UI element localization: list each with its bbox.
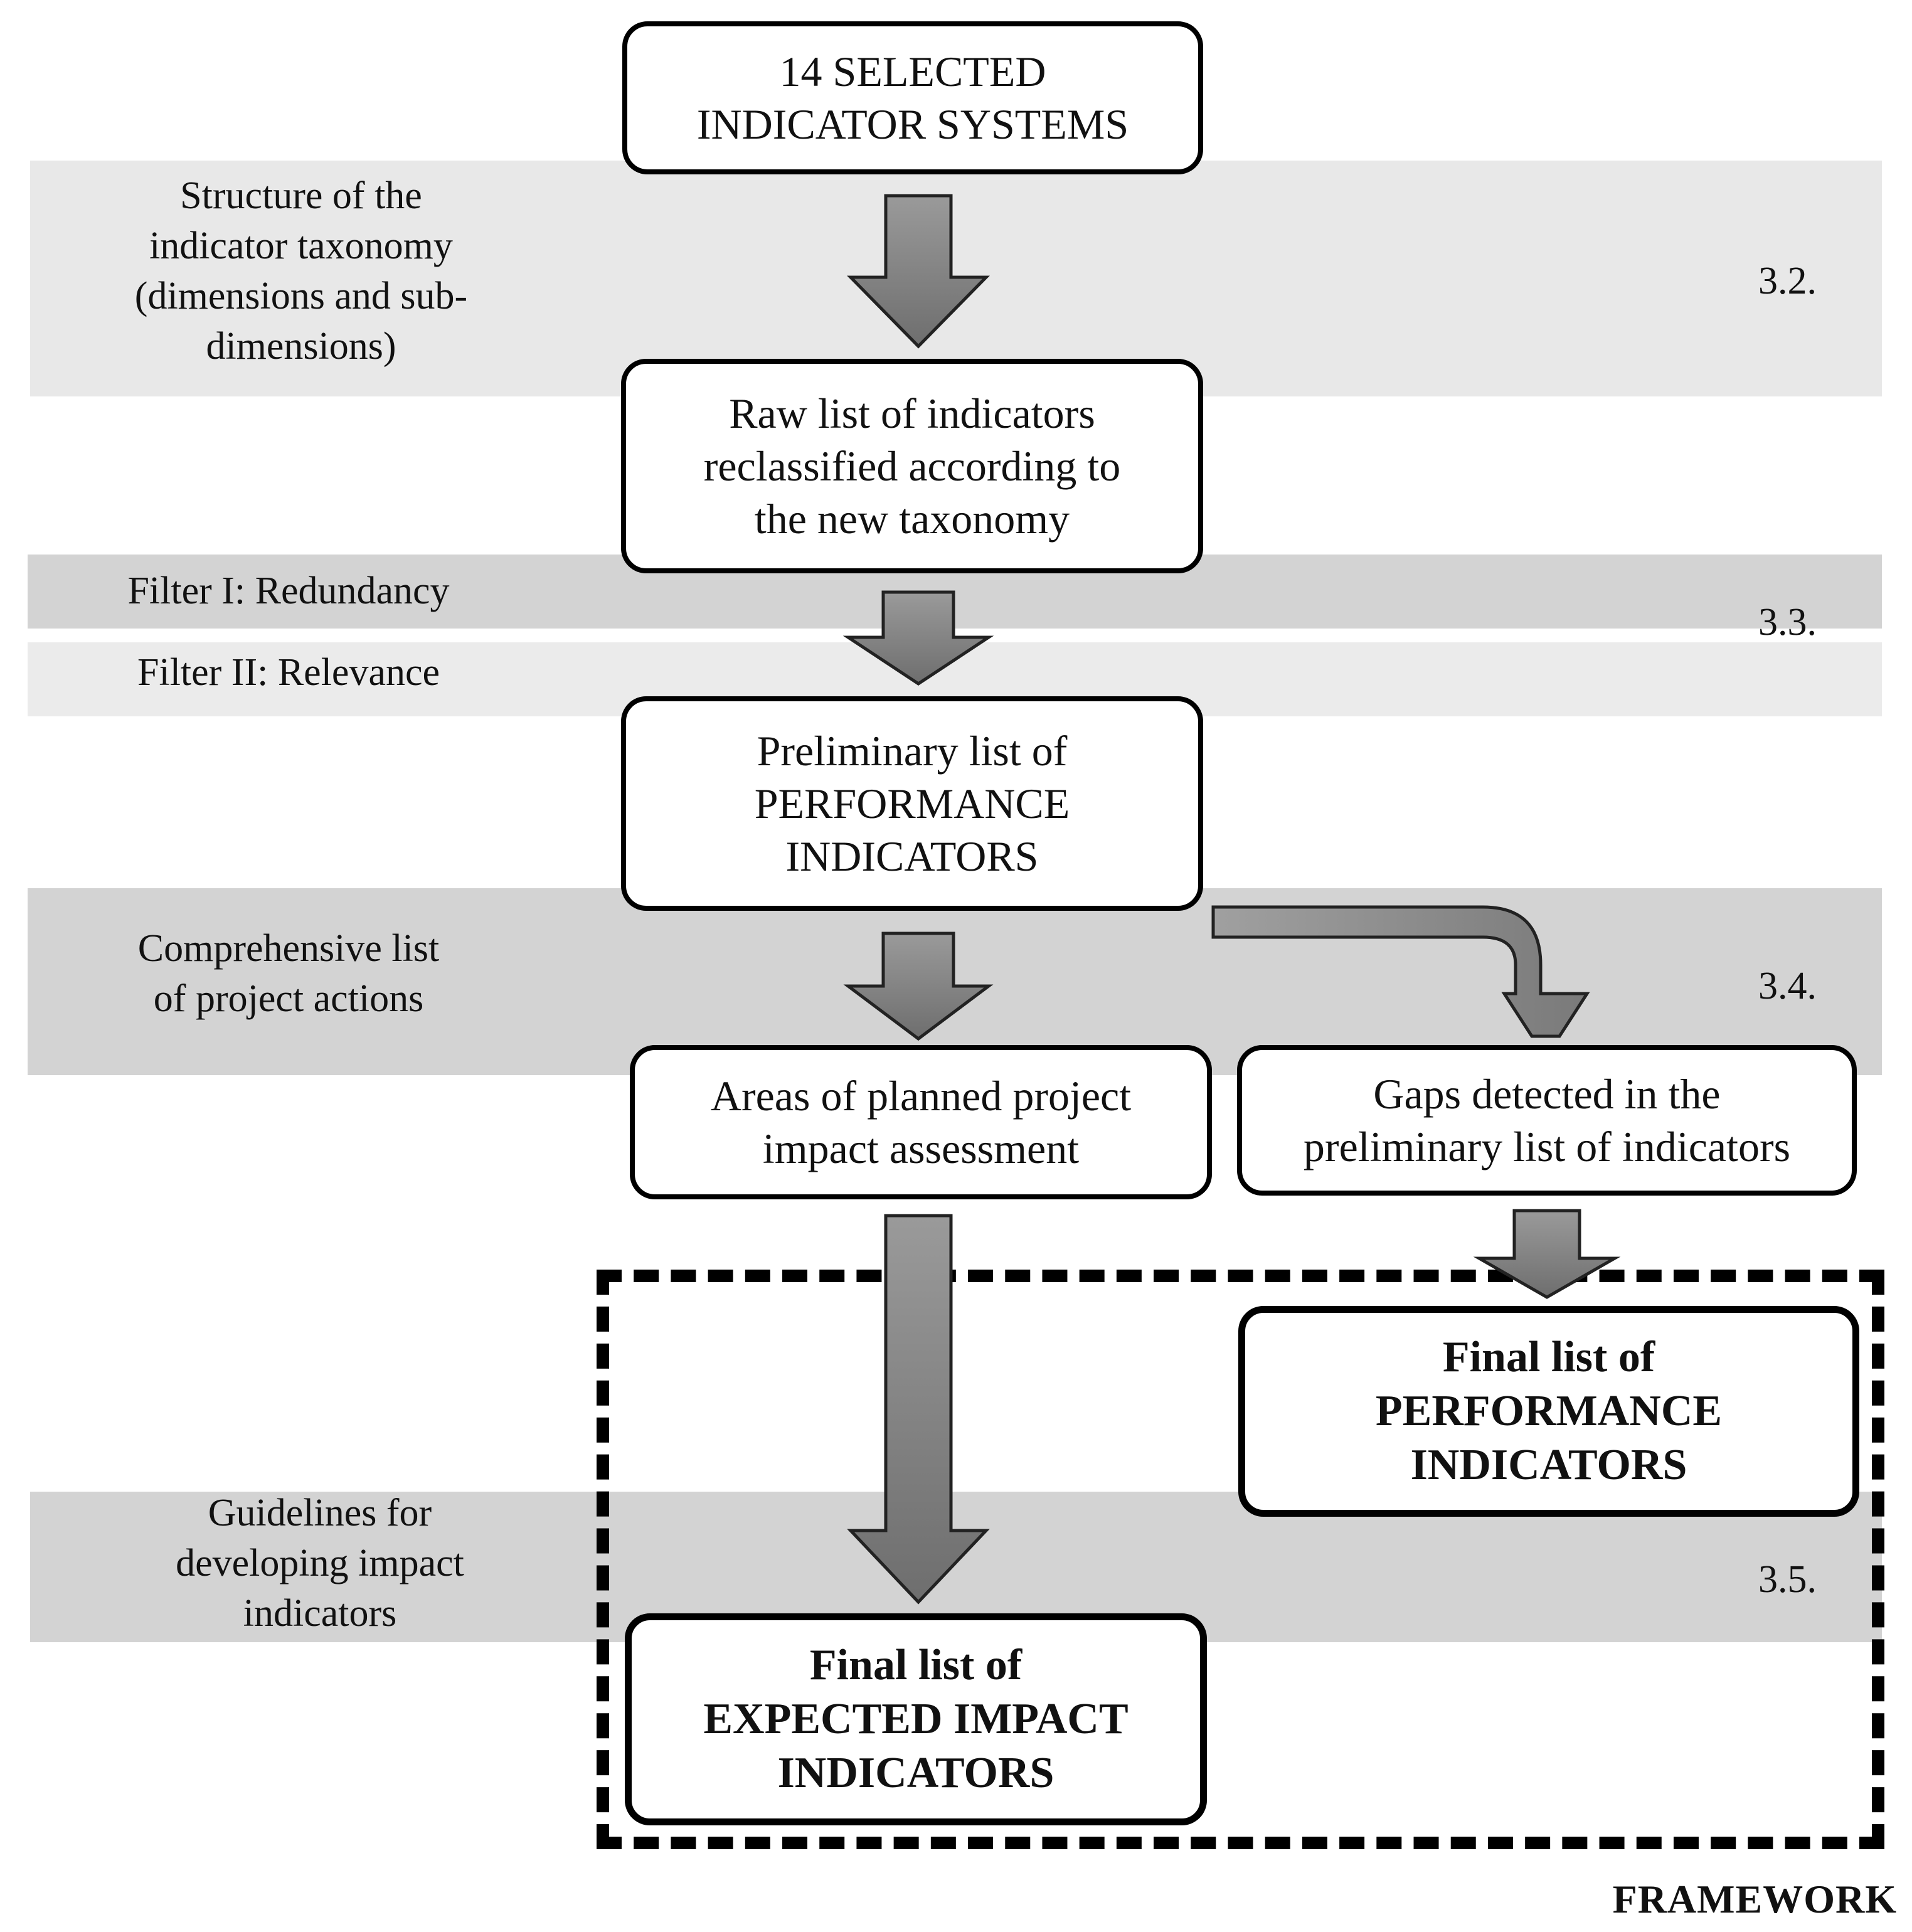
areas-assessment-box: Areas of planned project impact assessme… xyxy=(630,1045,1212,1199)
raw-list-text: Raw list of indicators reclassified acco… xyxy=(703,390,1121,543)
section-3-2: 3.2. xyxy=(1758,260,1817,302)
raw-list-box: Raw list of indicators reclassified acco… xyxy=(621,359,1203,573)
guidelines-label: Guidelines for developing impact indicat… xyxy=(176,1492,464,1635)
arrow-down-1 xyxy=(847,194,990,349)
final-impact-box: Final list of EXPECTED IMPACT INDICATORS xyxy=(625,1613,1207,1825)
final-performance-text: Final list of PERFORMANCE INDICATORS xyxy=(1375,1333,1723,1489)
final-performance-box: Final list of PERFORMANCE INDICATORS xyxy=(1238,1306,1859,1517)
filter-relevance-label: Filter II: Relevance xyxy=(137,651,440,694)
section-3-5: 3.5. xyxy=(1758,1558,1817,1601)
section-3-4: 3.4. xyxy=(1758,965,1817,1007)
arrow-down-2 xyxy=(842,590,994,686)
arrow-down-long xyxy=(847,1214,990,1605)
gaps-detected-box: Gaps detected in the preliminary list of… xyxy=(1237,1045,1857,1196)
taxonomy-label: Structure of the indicator taxonomy (dim… xyxy=(134,174,468,368)
project-actions-label: Comprehensive list of project actions xyxy=(137,927,440,1020)
section-3-3: 3.3. xyxy=(1758,601,1817,644)
preliminary-list-text: Preliminary list of PERFORMANCE INDICATO… xyxy=(754,727,1070,880)
arrow-bent-to-gaps xyxy=(1211,905,1590,1038)
framework-label: FRAMEWORK xyxy=(1612,1877,1897,1921)
filter-redundancy-label: Filter I: Redundancy xyxy=(127,570,450,612)
arrow-down-3 xyxy=(843,932,994,1041)
gaps-detected-text: Gaps detected in the preliminary list of… xyxy=(1303,1070,1791,1170)
selected-systems-text: 14 SELECTED INDICATOR SYSTEMS xyxy=(696,48,1129,148)
arrow-down-gaps xyxy=(1473,1209,1621,1299)
final-impact-text: Final list of EXPECTED IMPACT INDICATORS xyxy=(703,1641,1129,1797)
areas-assessment-text: Areas of planned project impact assessme… xyxy=(710,1072,1132,1172)
preliminary-list-box: Preliminary list of PERFORMANCE INDICATO… xyxy=(621,696,1203,911)
selected-systems-box: 14 SELECTED INDICATOR SYSTEMS xyxy=(622,21,1203,174)
